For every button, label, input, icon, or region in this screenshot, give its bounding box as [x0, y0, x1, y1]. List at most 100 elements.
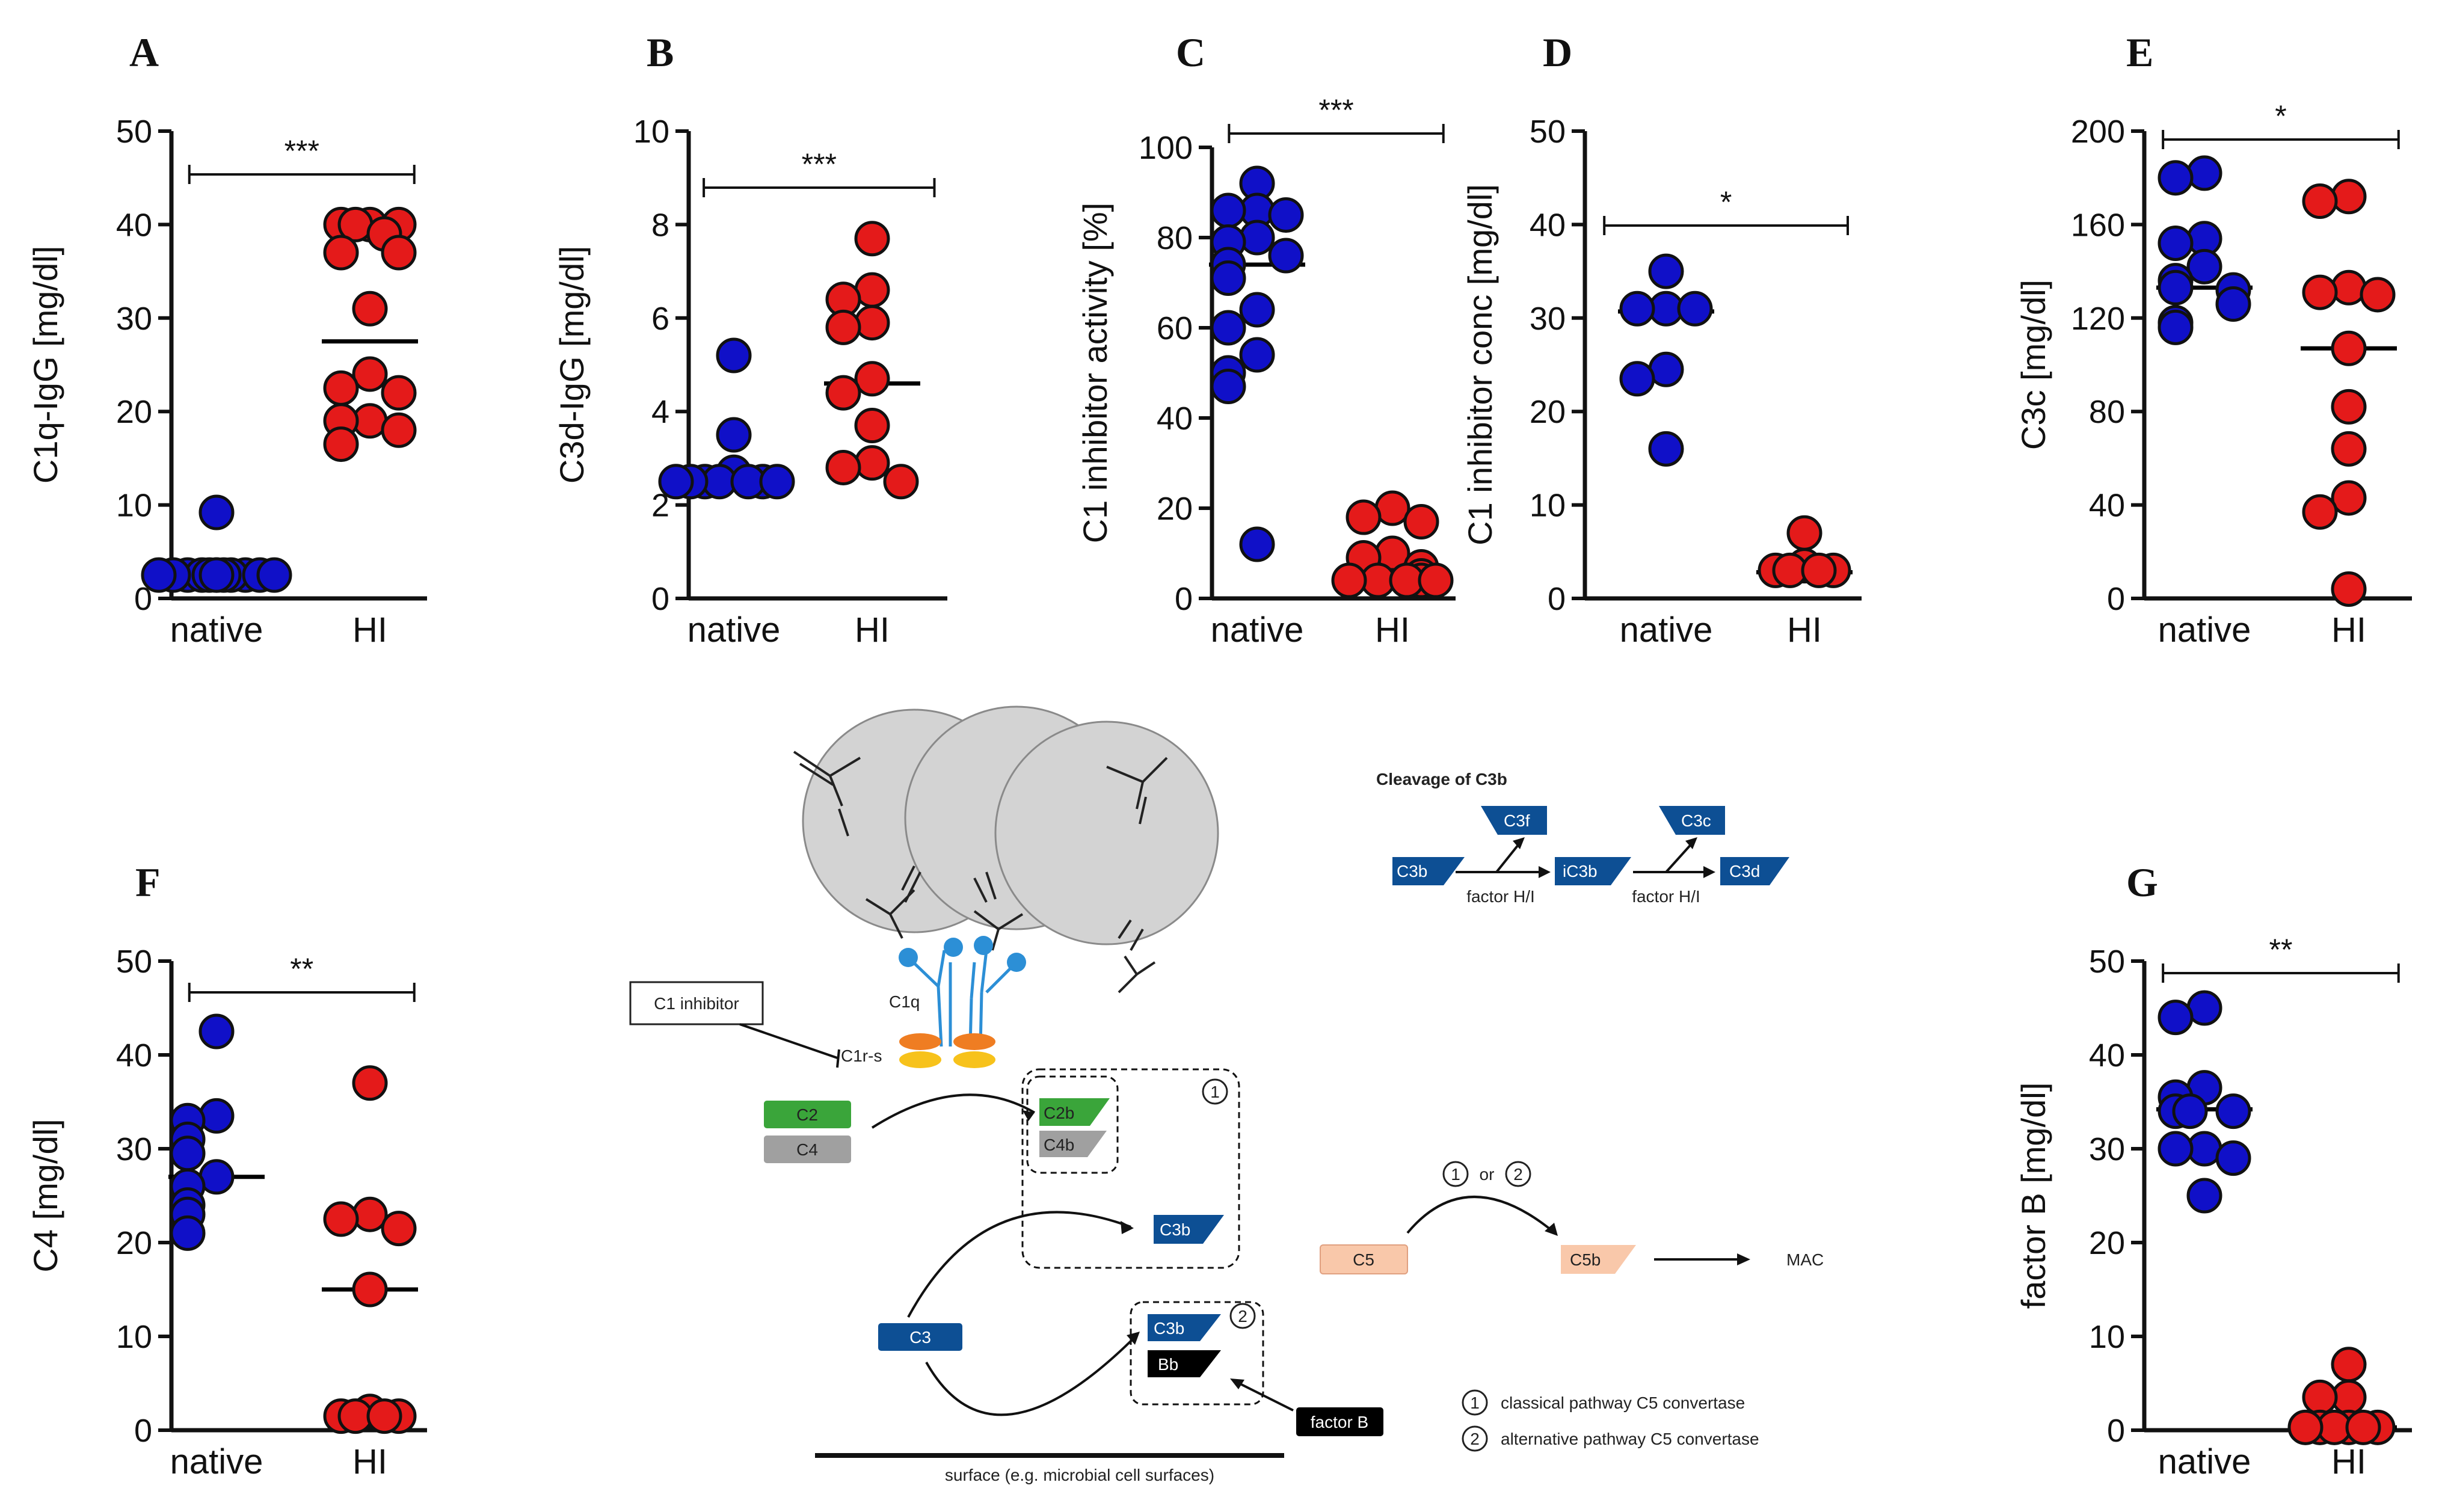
significance-label: *: [1720, 185, 1732, 219]
c2-box: [764, 1101, 851, 1128]
data-point: [2158, 1000, 2194, 1036]
y-tick-label: 10: [633, 114, 669, 150]
data-point: [381, 412, 417, 448]
circle-1-c5: [1442, 1161, 1469, 1187]
data-point: [1418, 562, 1454, 598]
c2b-shape: [1039, 1098, 1110, 1126]
data-point: [2331, 1347, 2367, 1383]
significance-bracket: [188, 983, 416, 1002]
y-tick-label: 50: [116, 114, 152, 150]
data-point: [1619, 290, 1655, 327]
alternative-convertase-box: [1130, 1301, 1264, 1406]
data-point: [381, 235, 417, 271]
y-tick-label: 80: [2089, 394, 2125, 430]
y-tick-label: 0: [651, 581, 669, 617]
classical-convertase-box: [1021, 1068, 1240, 1269]
legend-circle-1: [1462, 1389, 1488, 1416]
data-point: [1268, 197, 1304, 233]
c4b-shape: [1039, 1131, 1107, 1157]
data-point: [2172, 1093, 2208, 1129]
data-point: [2345, 1409, 2381, 1445]
panel-letter: F: [135, 859, 161, 905]
data-point: [2331, 431, 2367, 467]
y-tick-label: 40: [1157, 401, 1193, 437]
c4-label: C4: [796, 1140, 818, 1159]
data-point: [1268, 238, 1304, 274]
circle-1-c5-label: 1: [1451, 1165, 1460, 1184]
data-point: [2302, 274, 2338, 310]
y-tick-label: 20: [116, 394, 152, 430]
surface-label: surface (e.g. microbial cell surfaces): [945, 1466, 1214, 1484]
c2c4-arrow: [871, 1093, 1036, 1129]
panel-letter: B: [647, 29, 674, 75]
panel-letter: E: [2126, 29, 2153, 75]
data-point: [1677, 290, 1713, 327]
y-tick-label: 50: [2089, 944, 2125, 980]
c3b-cleave-shape: [1392, 857, 1465, 885]
ic3b-shape: [1555, 857, 1631, 885]
category-label: native: [687, 610, 781, 650]
y-tick-label: 30: [2089, 1131, 2125, 1167]
data-point: [2302, 1379, 2338, 1415]
data-point: [854, 408, 890, 444]
data-point: [2158, 269, 2194, 306]
c5-box: [1320, 1244, 1408, 1274]
y-axis-label: C4 [mg/dl]: [26, 1119, 64, 1272]
c3f-label: C3f: [1504, 811, 1530, 830]
y-tick-label: 0: [134, 1413, 152, 1449]
significance-bracket: [1603, 216, 1849, 235]
data-point: [141, 557, 177, 593]
data-point: [198, 494, 235, 530]
data-point: [825, 309, 861, 345]
data-point: [1801, 552, 1837, 588]
data-point: [1239, 337, 1275, 373]
y-tick-label: 60: [1157, 310, 1193, 346]
data-point: [854, 305, 890, 341]
c3c-shape: [1659, 806, 1725, 835]
c1-inhibitor-label: C1 inhibitor: [654, 994, 739, 1013]
data-point: [2215, 1140, 2251, 1176]
data-point: [1786, 515, 1822, 551]
category-label: HI: [2331, 1442, 2366, 1481]
data-point: [2331, 571, 2367, 607]
data-point: [198, 557, 235, 593]
legend-circle-1-label: 1: [1470, 1394, 1480, 1412]
factor-b-arrow: [1232, 1379, 1294, 1412]
data-point: [2158, 225, 2194, 261]
antibody-shapes: [793, 751, 1168, 994]
c4b-label: C4b: [1044, 1136, 1074, 1154]
data-point: [2186, 248, 2222, 284]
data-point: [2331, 269, 2367, 306]
c3d-shape: [1720, 857, 1789, 885]
y-tick-label: 30: [1530, 301, 1566, 337]
significance-label: **: [2269, 933, 2292, 967]
legend-1-text: classical pathway C5 convertase: [1501, 1394, 1745, 1412]
c1q-label: C1q: [889, 992, 920, 1011]
factor-hi-2-label: factor H/I: [1632, 887, 1700, 906]
data-point: [854, 445, 890, 481]
data-point: [2360, 277, 2396, 313]
data-point: [1403, 504, 1439, 539]
category-label: native: [1620, 610, 1713, 650]
c3b-cleave-label: C3b: [1397, 862, 1427, 880]
arrow-c3f-release: [1495, 841, 1522, 873]
data-point: [323, 235, 359, 271]
data-point: [1239, 292, 1275, 328]
data-point: [825, 375, 861, 411]
y-tick-label: 80: [1157, 220, 1193, 256]
circle-2-c5-label: 2: [1513, 1165, 1523, 1184]
circle-2-alt: [1229, 1303, 1256, 1329]
data-point: [2158, 1131, 2194, 1167]
y-tick-label: 120: [2071, 301, 2125, 337]
y-tick-label: 160: [2071, 207, 2125, 243]
category-label: native: [170, 610, 263, 650]
data-point: [2215, 286, 2251, 322]
data-point: [2302, 494, 2338, 530]
data-point: [658, 464, 694, 500]
c1-inhibitor-arrow: [739, 1023, 840, 1068]
